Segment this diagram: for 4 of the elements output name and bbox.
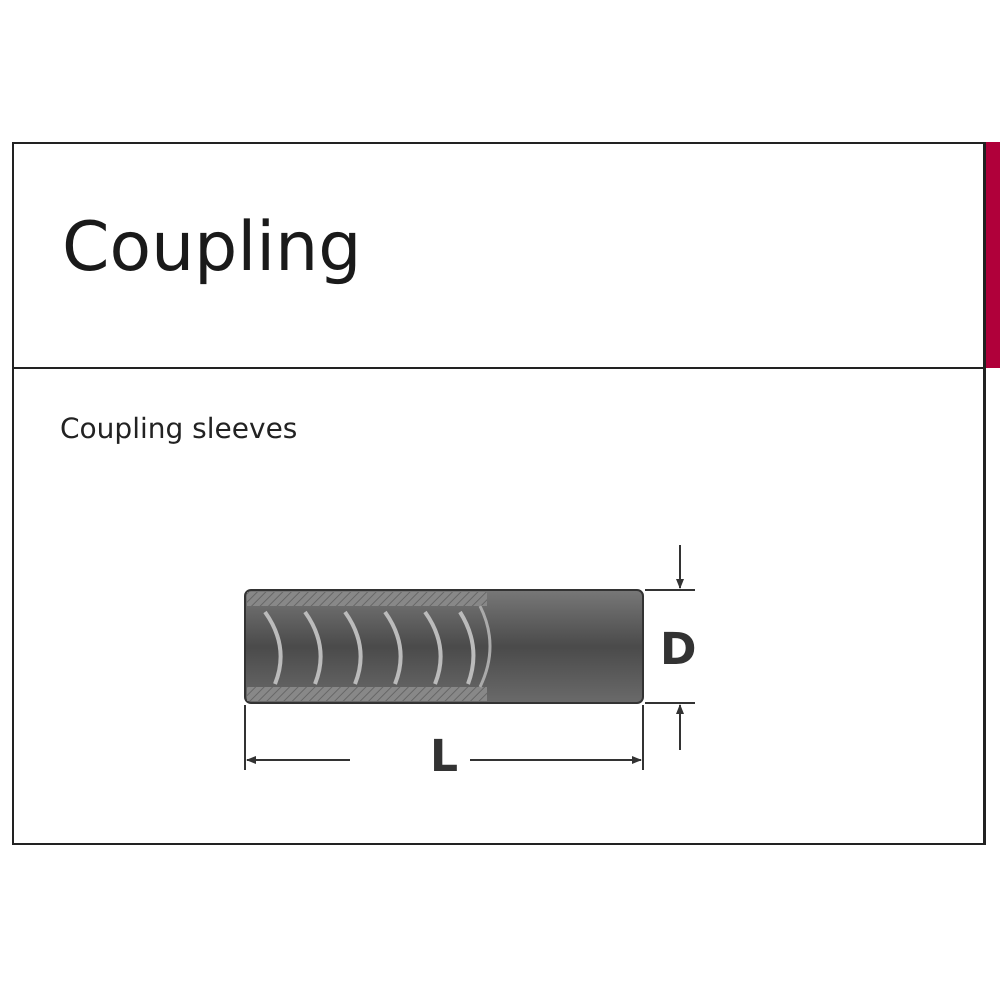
heading: Coupling [62,208,362,287]
dimension-label: L [430,735,458,779]
dimension-label: D [660,628,697,672]
section-label: Coupling sleeves [60,412,298,445]
